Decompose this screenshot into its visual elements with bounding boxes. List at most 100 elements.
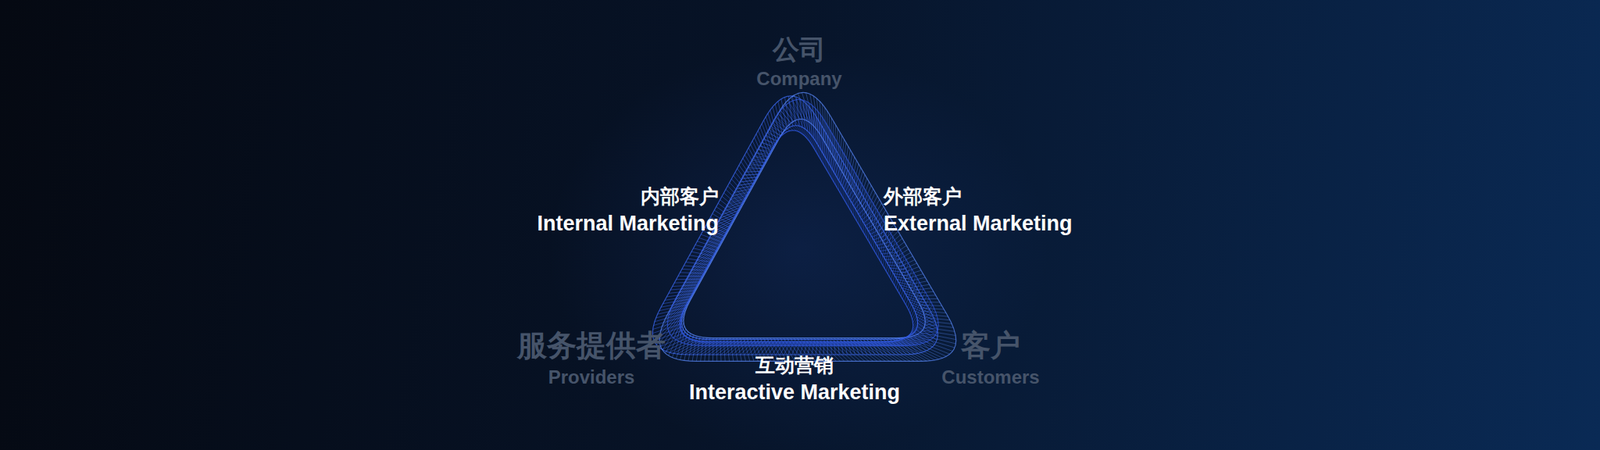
ribbon-hatch: [667, 296, 692, 319]
ribbon-hatch: [697, 244, 719, 258]
ribbon-hatch: [771, 123, 787, 133]
ribbon-hatch: [683, 267, 708, 285]
ribbon-hatch: [785, 105, 805, 136]
ribbon-hatch: [748, 147, 761, 171]
ribbon-hatch: [680, 331, 689, 360]
ribbon-hatch: [871, 207, 877, 247]
ribbon-hatch: [920, 332, 957, 340]
side-title: 内部客户: [640, 185, 719, 208]
ribbon-hatch: [728, 196, 747, 203]
ribbon-hatch: [873, 210, 879, 250]
ribbon-hatch: [756, 153, 770, 155]
glow: [548, 46, 1049, 450]
ribbon-hatch: [841, 149, 843, 197]
ribbon-hatch: [757, 149, 772, 152]
ribbon-hatch: [775, 116, 793, 131]
ribbon-hatch: [676, 278, 701, 298]
ribbon-hatch: [748, 164, 763, 167]
ribbon-hatch: [746, 168, 762, 170]
ribbon-hatch: [875, 214, 880, 252]
ribbon-hatch: [667, 298, 690, 322]
ribbon-hatch: [741, 176, 758, 179]
ribbon-hatch: [833, 136, 836, 186]
ribbon-hatch: [917, 298, 939, 300]
ribbon-hatch: [869, 204, 874, 244]
ribbon-hatch: [846, 159, 848, 205]
ribbon-hatch: [716, 216, 736, 225]
ribbon-hatch: [851, 168, 853, 213]
ribbon-hatch: [910, 285, 922, 315]
ribbon-hatch: [835, 139, 838, 188]
vertex-title: 公司: [772, 35, 826, 65]
ribbon-hatch: [837, 142, 839, 191]
ribbon-hatch: [902, 269, 912, 300]
vertex-subtitle: Providers: [548, 367, 636, 388]
ribbon-hatch: [759, 146, 772, 149]
ribbon-hatch: [694, 250, 717, 265]
ribbon-hatch: [672, 284, 698, 304]
ribbon-hatch: [682, 332, 697, 346]
ribbon-hatch: [679, 273, 704, 292]
ribbon-hatch: [770, 126, 785, 134]
ribbon-hatch: [806, 101, 816, 152]
ribbon-hatch: [716, 215, 737, 225]
ribbon-hatch: [900, 338, 943, 359]
ribbon-hatch: [753, 156, 768, 158]
ribbon-hatch: [921, 307, 945, 310]
ribbon-hatch: [780, 110, 800, 133]
ribbon-hatch: [855, 175, 858, 219]
ribbon-hatch: [717, 214, 737, 222]
vertex-title: 客户: [960, 329, 1021, 363]
ribbon-hatch: [760, 142, 774, 147]
ribbon-hatch: [752, 158, 767, 161]
ribbon-hatch: [719, 210, 738, 219]
ribbon-hatch: [661, 297, 692, 327]
ribbon-hatch: [911, 288, 932, 291]
ribbon-hatch: [867, 201, 872, 241]
ribbon-hatch: [745, 171, 761, 173]
ribbon-hatch: [763, 139, 776, 144]
ribbon-hatch: [907, 278, 918, 308]
ribbon-hatch: [667, 304, 686, 331]
ribbon-hatch: [674, 282, 700, 302]
ribbon-hatch: [860, 185, 863, 227]
ribbon-hatch: [764, 135, 778, 140]
ribbon-hatch: [671, 287, 697, 308]
ribbon-hatch: [900, 266, 911, 297]
ribbon-hatch: [739, 179, 756, 183]
ribbon-hatch: [899, 263, 908, 294]
ribbon-hatch: [910, 284, 930, 288]
ribbon-hatch: [685, 336, 704, 347]
ribbon-hatch: [924, 327, 955, 332]
ribbon-hatch: [848, 162, 850, 208]
ribbon-hatch: [913, 295, 928, 323]
ribbon-hatch: [795, 100, 811, 143]
ribbon-hatch: [850, 165, 851, 211]
ribbon-hatch: [858, 182, 861, 225]
ribbon-hatch: [842, 153, 844, 200]
ribbon-hatch: [683, 334, 700, 346]
ribbon-hatch: [752, 160, 767, 163]
ribbon-line: [679, 130, 913, 343]
ribbon-hatch: [857, 178, 859, 222]
ribbon-hatch: [668, 292, 693, 315]
ribbon-hatch: [682, 270, 706, 288]
ribbon-hatch: [824, 120, 828, 172]
vertex-subtitle: Company: [756, 68, 842, 90]
ribbon-hatch: [789, 103, 808, 139]
ribbon-hatch: [670, 289, 695, 311]
ribbon-hatch: [913, 291, 934, 293]
ribbon-hatch: [742, 174, 758, 176]
ribbon-hatch: [690, 253, 716, 272]
ribbon-hatch: [908, 281, 928, 286]
ribbon-hatch: [692, 253, 715, 268]
ribbon-hatch: [908, 282, 920, 311]
side-subtitle: Internal Marketing: [536, 212, 719, 236]
ribbon-hatch: [911, 289, 924, 317]
ribbon-hatch: [826, 123, 830, 174]
ribbon-hatch: [920, 304, 943, 307]
side-title: 外部客户: [883, 185, 962, 208]
ribbon-hatch: [700, 242, 722, 255]
side-subtitle: Interactive Marketing: [689, 381, 900, 405]
ribbon-hatch: [906, 275, 917, 305]
